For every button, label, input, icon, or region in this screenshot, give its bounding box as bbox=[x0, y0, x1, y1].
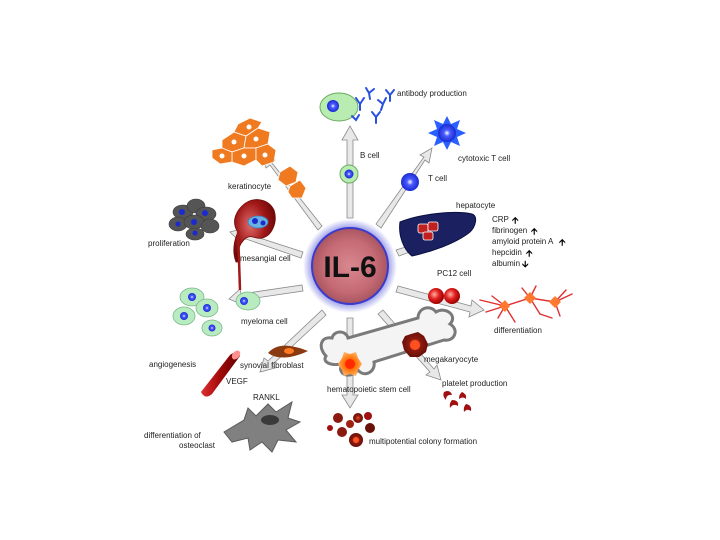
pc12-cell-icon bbox=[428, 288, 444, 304]
up-arrow-icon: 🡩 bbox=[526, 249, 533, 259]
label-mesangial-cell: mesangial cell bbox=[240, 254, 291, 263]
label-b-cell: B cell bbox=[360, 151, 380, 160]
hepatocyte-group: hepatocyte CRP 🡩 fibrinogen 🡩 amyloid pr… bbox=[399, 201, 566, 270]
liver-icon bbox=[399, 211, 477, 257]
label-amyloid-protein-a: amyloid protein A bbox=[492, 237, 554, 246]
antibody-icon bbox=[351, 87, 395, 124]
keratinocyte-group: keratinocyte bbox=[211, 117, 307, 199]
myeloma-group: myeloma cell bbox=[172, 287, 288, 337]
label-megakaryocyte: megakaryocyte bbox=[424, 355, 479, 364]
label-vegf: VEGF bbox=[226, 377, 248, 386]
label-multipotential-colony-formation: multipotential colony formation bbox=[369, 437, 477, 446]
il6-hub: IL-6 bbox=[303, 219, 397, 313]
label-crp: CRP bbox=[492, 215, 509, 224]
plasma-cell-icon bbox=[319, 92, 359, 122]
label-hepatocyte: hepatocyte bbox=[456, 201, 496, 210]
down-arrow-icon: 🡫 bbox=[522, 260, 529, 270]
up-arrow-icon: 🡩 bbox=[559, 238, 566, 248]
label-differentiation-of: differentiation of bbox=[144, 431, 202, 440]
osteoclast-group: RANKL differentiation of osteoclast bbox=[144, 393, 302, 453]
proliferation-group: proliferation bbox=[148, 198, 220, 248]
keratinocyte-cells-icon bbox=[277, 165, 307, 199]
t-cell-icon bbox=[401, 173, 419, 191]
label-fibrinogen: fibrinogen bbox=[492, 226, 527, 235]
megakaryocyte-icon bbox=[402, 332, 428, 357]
label-keratinocyte: keratinocyte bbox=[228, 182, 272, 191]
label-albumin: albumin bbox=[492, 259, 520, 268]
label-angiogenesis: angiogenesis bbox=[149, 360, 196, 369]
hepatocyte-cells-icon bbox=[417, 221, 439, 241]
colony-group: multipotential colony formation bbox=[327, 412, 477, 447]
label-platelet-production: platelet production bbox=[442, 379, 507, 388]
label-hepcidin: hepcidin bbox=[492, 248, 522, 257]
label-proliferation: proliferation bbox=[148, 239, 190, 248]
stem-cell-icon bbox=[338, 352, 362, 376]
label-hematopoietic-stem-cell: hematopoietic stem cell bbox=[327, 385, 411, 394]
label-cytotoxic-t-cell: cytotoxic T cell bbox=[458, 154, 510, 163]
synovial-fibroblast-icon bbox=[268, 345, 308, 358]
b-cell-antibody-group: antibody production B cell bbox=[319, 87, 467, 184]
platelet-group: platelet production bbox=[442, 379, 507, 412]
label-rankl: RANKL bbox=[253, 393, 280, 402]
synovial-group: synovial fibroblast angiogenesis VEGF bbox=[149, 345, 308, 397]
osteoclast-icon bbox=[223, 400, 302, 453]
t-cell-group: cytotoxic T cell T cell bbox=[401, 116, 510, 191]
colony-cells-icon bbox=[327, 412, 375, 447]
platelet-icon bbox=[443, 391, 472, 412]
up-arrow-icon: 🡩 bbox=[531, 227, 538, 237]
up-arrow-icon: 🡩 bbox=[512, 216, 519, 226]
label-osteoclast: osteoclast bbox=[179, 441, 216, 450]
label-differentiation: differentiation bbox=[494, 326, 542, 335]
blood-vessel-icon bbox=[201, 350, 241, 397]
label-synovial-fibroblast: synovial fibroblast bbox=[240, 361, 304, 370]
kidney-icon bbox=[233, 199, 276, 263]
cytotoxic-t-cell-icon bbox=[428, 116, 466, 150]
hub-label: IL-6 bbox=[323, 251, 376, 284]
pc12-cell-icon bbox=[444, 288, 460, 304]
pc12-group: PC12 cell differentiation bbox=[428, 269, 573, 335]
mesangial-group: mesangial cell bbox=[233, 199, 291, 291]
label-t-cell: T cell bbox=[428, 174, 447, 183]
label-myeloma-cell: myeloma cell bbox=[241, 317, 288, 326]
label-antibody-production: antibody production bbox=[397, 89, 467, 98]
bone-marrow-group: megakaryocyte hematopoietic stem cell bbox=[319, 306, 479, 394]
keratinocyte-sheet-icon bbox=[211, 117, 277, 167]
myeloma-cells-icon bbox=[172, 287, 261, 337]
label-pc12-cell: PC12 cell bbox=[437, 269, 471, 278]
